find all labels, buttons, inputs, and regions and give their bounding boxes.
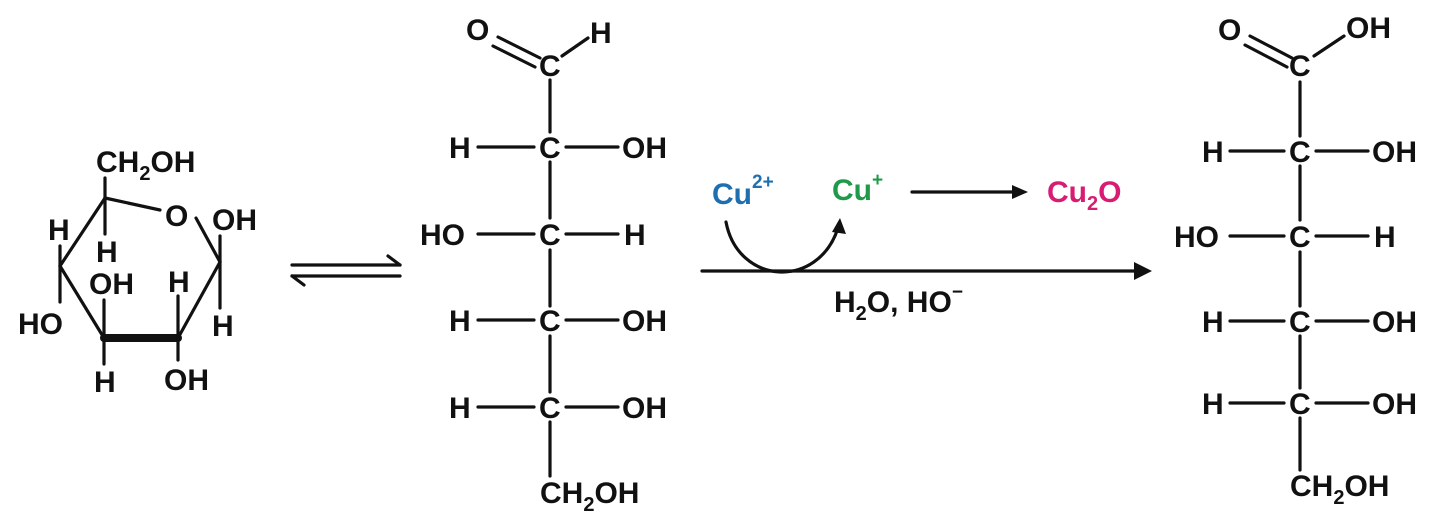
c4-ho-label: HO (18, 308, 63, 341)
curved-arrowhead (832, 218, 846, 234)
c2-right-label: OH (622, 132, 667, 165)
p-c3-label: C (1289, 221, 1311, 254)
cu1-ion-label: Cu+ (832, 170, 883, 207)
ch-bond (560, 36, 590, 58)
c3-label: C (539, 219, 561, 252)
co-double-bond-1 (496, 35, 542, 60)
acid-oh-label: OH (1346, 12, 1391, 45)
c1-label: C (539, 50, 561, 83)
gluconic-acid: O OH C C H OH C HO H C H OH C H OH CH2O (1174, 12, 1417, 509)
p-c5-left-label: H (1202, 388, 1224, 421)
c5-right-label: OH (622, 392, 667, 425)
c2-inner-h-label: H (168, 266, 190, 299)
p-c3-left-label: HO (1174, 221, 1219, 254)
acid-co-double-bond-1 (1248, 34, 1294, 60)
c3-h-label: H (94, 366, 116, 399)
aldehyde-o-label: O (466, 14, 489, 47)
ring-bond (58, 196, 107, 268)
c4-left-label: H (449, 305, 471, 338)
c3-left-label: HO (420, 219, 465, 252)
p-c1-label: C (1289, 50, 1311, 83)
co-double-bond-2 (491, 44, 537, 69)
c4-right-label: OH (622, 305, 667, 338)
acid-co-double-bond-2 (1243, 43, 1289, 69)
p-c5-right-label: OH (1372, 388, 1417, 421)
p-c5-label: C (1289, 388, 1311, 421)
ring-oxygen-label: O (165, 200, 188, 233)
glucose-ring: CH2OH O OH H H H OH H HO H OH (18, 146, 257, 399)
c3-inner-oh-label: OH (89, 268, 134, 301)
c2-left-label: H (449, 132, 471, 165)
p-c2-right-label: OH (1372, 136, 1417, 169)
aldehyde-h-label: H (590, 17, 612, 50)
ring-bond (176, 260, 222, 340)
cu-arrowhead (1012, 185, 1028, 199)
acid-o-label: O (1218, 14, 1241, 47)
cu2o-label: Cu2O (1047, 176, 1121, 215)
reduction-curved-arrow (724, 220, 840, 274)
reverse-arrow-barb (290, 274, 306, 287)
c3-right-label: H (624, 219, 646, 252)
p-c2-label: C (1289, 136, 1311, 169)
p-c4-right-label: OH (1372, 306, 1417, 339)
ring-bond (58, 264, 106, 340)
main-arrowhead (1134, 262, 1152, 280)
c5-label: C (539, 392, 561, 425)
c4-label: C (539, 305, 561, 338)
c2-oh-label: OH (164, 364, 209, 397)
acid-c-oh-bond (1312, 34, 1346, 58)
forward-arrow-barb (386, 254, 402, 267)
cu2-ion-label: Cu2+ (712, 172, 774, 211)
anomeric-oh-label: OH (212, 204, 257, 237)
c2-label: C (539, 132, 561, 165)
p-c4-left-label: H (1202, 306, 1224, 339)
c5-h-label: H (48, 214, 70, 247)
p-c3-right-label: H (1374, 221, 1396, 254)
c4-inner-h-label: H (96, 236, 118, 269)
open-chain-glucose: O H C C H OH C HO H C H OH C H OH CH2OH (420, 14, 667, 516)
c5-left-label: H (449, 392, 471, 425)
ring-bond (194, 216, 222, 264)
ring-bond (103, 196, 162, 212)
p-c4-label: C (1289, 306, 1311, 339)
ring-ch2oh-label: CH2OH (96, 146, 195, 185)
reaction-conditions-label: H2O, HO− (834, 282, 963, 325)
c6-ch2oh-label: CH2OH (540, 477, 639, 516)
p-c2-left-label: H (1202, 136, 1224, 169)
reaction-arrow-group: Cu2+ Cu+ Cu2O H2O, HO− (700, 170, 1152, 325)
equilibrium-arrows (290, 254, 402, 287)
p-c6-ch2oh-label: CH2OH (1290, 470, 1389, 509)
anomeric-h-label: H (212, 310, 234, 343)
